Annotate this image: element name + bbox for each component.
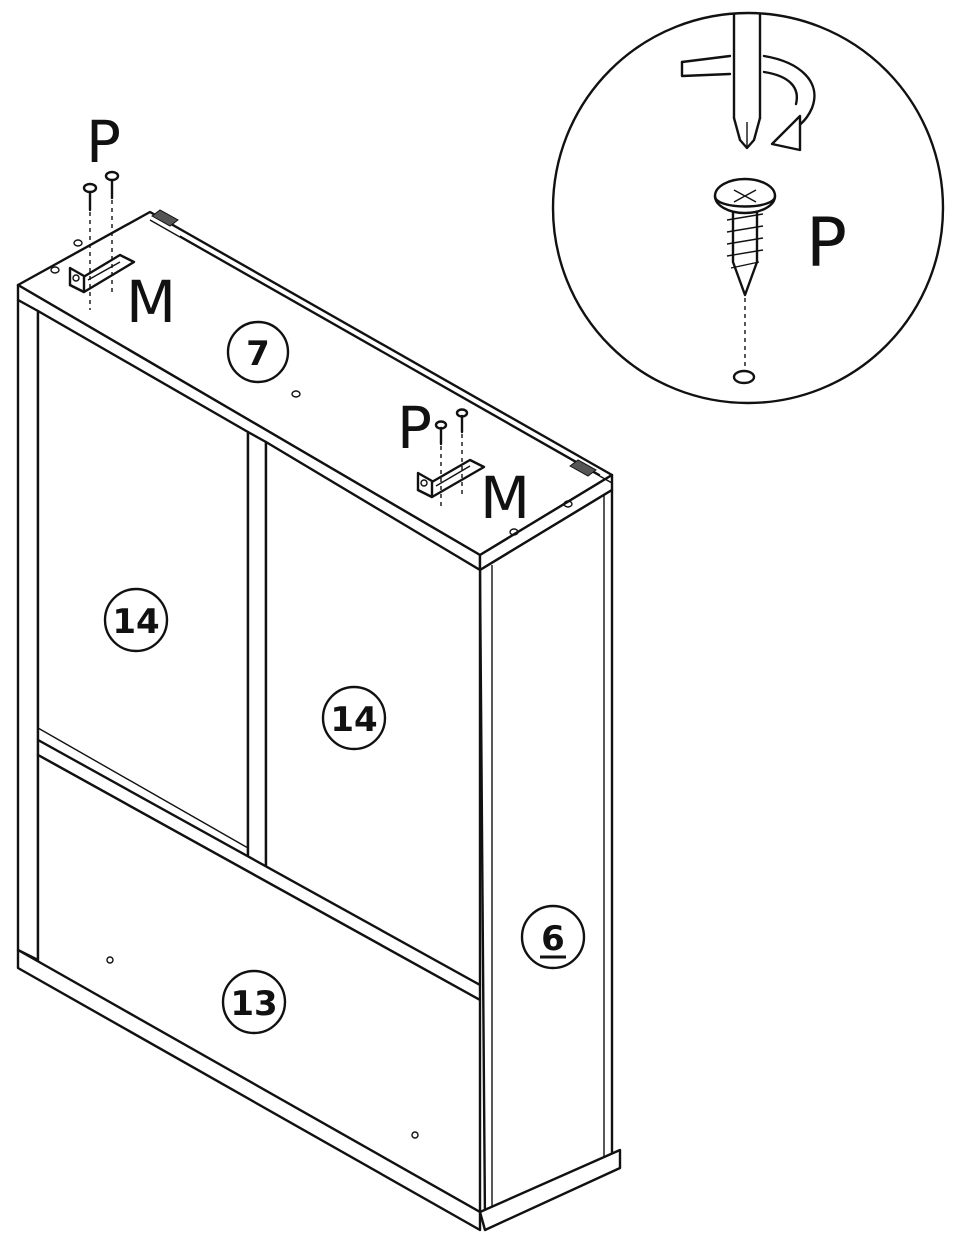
- screw-label-p: P: [397, 394, 432, 462]
- bracket-m-top-left: [68, 253, 136, 294]
- side-panel: [478, 488, 614, 1224]
- left-stile: [16, 298, 40, 962]
- screw-hole: [563, 500, 573, 508]
- screw-icon: [713, 177, 777, 297]
- part-number-14-left: 14: [103, 587, 169, 653]
- center-divider: [246, 430, 268, 870]
- svg-text:13: 13: [230, 984, 277, 1024]
- svg-text:6: 6: [541, 919, 565, 959]
- bracket-label-m: M: [480, 464, 530, 532]
- clockwise-arrow-icon: [680, 54, 816, 152]
- part-number-6: 6: [520, 904, 586, 970]
- bracket-m-top-right: [416, 458, 486, 499]
- part-number-7: 7: [226, 320, 290, 384]
- screw-icon: [455, 408, 469, 434]
- screw-icon: [82, 182, 98, 212]
- screw-hole: [73, 239, 83, 247]
- screw-icon: [434, 420, 448, 446]
- screw-hole: [50, 266, 60, 274]
- svg-text:7: 7: [246, 334, 270, 374]
- corner-block: [569, 459, 597, 477]
- svg-text:14: 14: [330, 700, 377, 740]
- screw-hole: [291, 390, 301, 398]
- plinth-side: [478, 1148, 622, 1232]
- screw-detail-callout: [551, 11, 945, 405]
- cabinet-body: [16, 209, 622, 1232]
- part-number-14-right: 14: [321, 685, 387, 751]
- screw-icon: [104, 170, 120, 200]
- screw-label-p: P: [86, 108, 121, 176]
- plinth: [16, 948, 482, 1232]
- pilot-hole: [732, 369, 756, 385]
- bracket-label-m: M: [126, 268, 176, 336]
- dowel-hole: [106, 956, 114, 964]
- part-number-13: 13: [221, 969, 287, 1035]
- phillips-screwdriver-icon: [732, 12, 762, 150]
- screws-p-top-right: [434, 408, 469, 510]
- screw-hole: [509, 528, 519, 536]
- dowel-hole: [411, 1131, 419, 1139]
- svg-text:14: 14: [112, 602, 159, 642]
- screws-p-top-left: [82, 170, 120, 310]
- screw-detail-label-p: P: [806, 204, 847, 283]
- corner-block: [151, 209, 179, 227]
